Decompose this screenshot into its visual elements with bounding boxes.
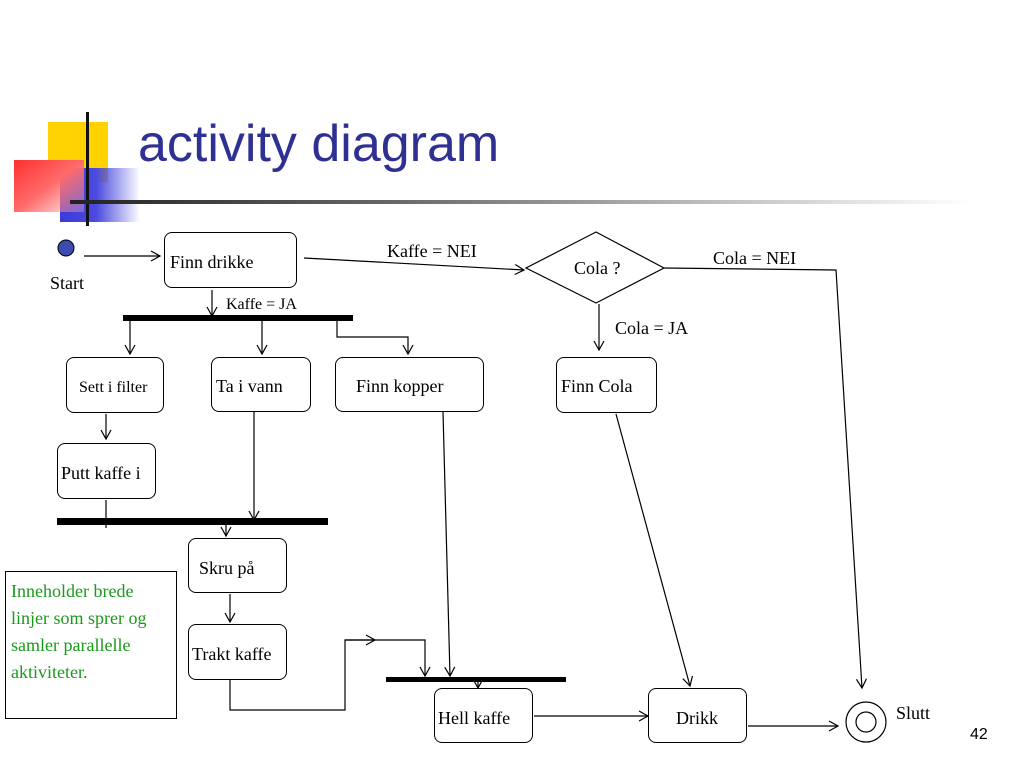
activity-label: Putt kaffe i — [61, 463, 141, 483]
start-label: Start — [50, 273, 84, 293]
activity-label: Ta i vann — [216, 376, 283, 396]
guard-cola-ja: Cola = JA — [615, 318, 689, 338]
join-bar-2 — [386, 677, 566, 682]
end-node-inner — [855, 711, 877, 733]
end-label: Slutt — [896, 703, 931, 723]
activity-trakt-kaffe: Trakt kaffe — [188, 624, 287, 680]
activity-sett-i-filter: Sett i filter — [66, 357, 164, 413]
title-underline — [70, 200, 970, 204]
note-box: Inneholder brede linjer som sprer og sam… — [5, 571, 177, 719]
join-bar-1 — [57, 518, 328, 525]
guard-kaffe-nei: Kaffe = NEI — [387, 241, 477, 261]
guard-kaffe-ja: Kaffe = JA — [226, 296, 297, 313]
decision-label: Cola ? — [574, 258, 621, 278]
edge-finncola-drikk — [615, 413, 694, 688]
activity-label: Finn kopper — [356, 376, 444, 396]
activity-putt-kaffe-i: Putt kaffe i — [57, 443, 156, 499]
activity-ta-i-vann: Ta i vann — [211, 357, 311, 412]
page-number: 42 — [970, 726, 988, 743]
activity-label: Hell kaffe — [438, 708, 511, 728]
edge-kaffe-nei — [303, 257, 526, 276]
fork-bar — [123, 315, 353, 321]
activity-label: Drikk — [676, 708, 718, 728]
start-node — [57, 239, 75, 257]
activity-finn-drikke: Finn drikke — [164, 232, 297, 288]
activity-drikk: Drikk — [648, 688, 747, 743]
slide-title: activity diagram — [138, 115, 500, 173]
guard-cola-nei: Cola = NEI — [713, 248, 797, 268]
edge-fork-finn-kopper — [336, 320, 414, 356]
activity-hell-kaffe: Hell kaffe — [434, 688, 533, 743]
activity-label: Skru på — [199, 558, 255, 578]
edge-kopper-join2 — [442, 411, 456, 678]
logo-vertical-line — [86, 112, 89, 226]
activity-finn-cola: Finn Cola — [556, 357, 657, 413]
edge-cola-nei — [663, 267, 867, 690]
activity-label: Trakt kaffe — [192, 644, 272, 664]
activity-skru-pa: Skru på — [188, 538, 287, 593]
decision-diamond — [524, 231, 666, 304]
activity-label: Sett i filter — [79, 379, 148, 396]
activity-finn-kopper: Finn kopper — [335, 357, 484, 412]
activity-label: Finn Cola — [561, 376, 633, 396]
activity-label: Finn drikke — [170, 252, 254, 272]
